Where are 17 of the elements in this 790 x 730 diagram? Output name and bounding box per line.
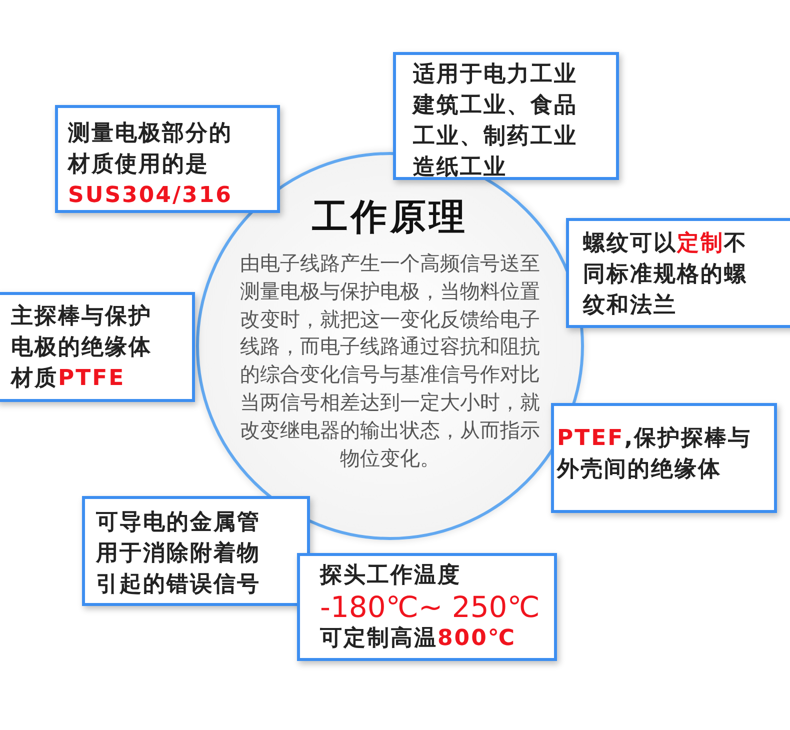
box-text: -180℃~ 250℃ xyxy=(320,591,541,623)
box-text: PTEF,保护探棒与外壳间的绝缘体 xyxy=(557,425,753,484)
temperature-box xyxy=(297,553,557,661)
principle-text: 由电子线路产生一个高频信号送至测量电极与保护电极，当物料位置改变时，就把这一变化反馈给电子线路，而电子线路通过容抗和阻抗的综合变化信号与基准信号作对比当两信号相差达到一定大小时，就改变继电器的输出状态，从而指示物位变化。 xyxy=(239,250,541,472)
insulator-box xyxy=(0,292,195,402)
box-text: 螺纹可以定制不同标准规格的螺纹和法兰 xyxy=(583,230,748,320)
electrode-material-box xyxy=(55,105,280,213)
box-text: 探头工作温度 xyxy=(320,562,462,590)
box-text: 可定制高温800℃ xyxy=(320,624,518,653)
application-box xyxy=(393,52,619,180)
box-text: 主探棒与保护电极的绝缘体材质PTFE xyxy=(11,302,153,393)
box-text: 可导电的金属管用于消除附着物引起的错误信号 xyxy=(96,509,262,599)
metal-tube-box xyxy=(82,496,310,606)
box-text: 适用于电力工业建筑工业、食品工业、制药工业造纸工业 xyxy=(413,61,578,182)
insulator-box xyxy=(551,403,777,513)
thread-box xyxy=(566,218,790,328)
box-text: 测量电极部分的材质使用的是SUS304/316 xyxy=(68,120,234,210)
